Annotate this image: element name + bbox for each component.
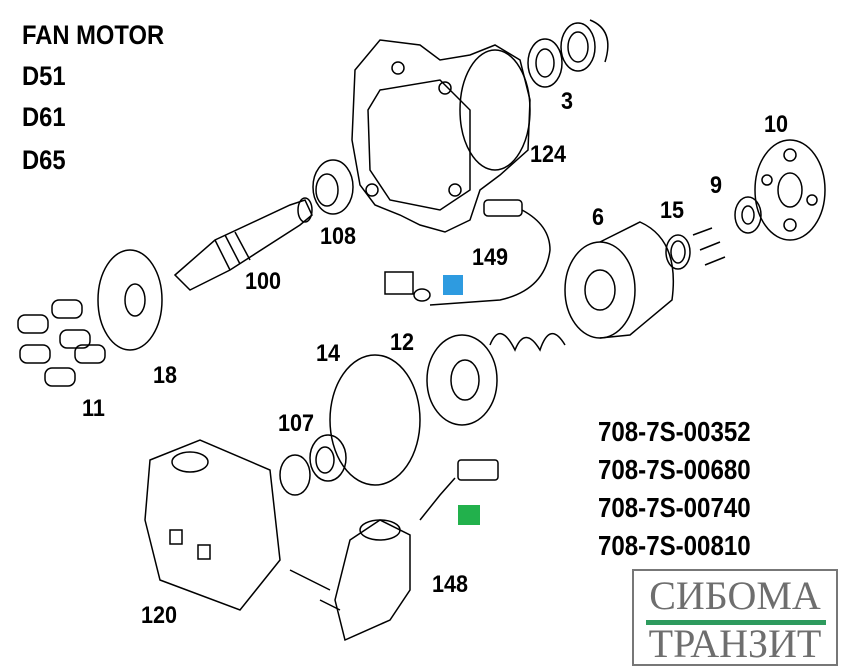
- ring-15: [665, 234, 691, 270]
- blue-marker: [443, 275, 463, 295]
- pins: [692, 227, 726, 266]
- spline-9: [734, 196, 762, 234]
- callout-15: 15: [660, 197, 685, 224]
- logo-line-1: СИБОМА: [649, 573, 821, 618]
- bearing-108: [312, 159, 354, 215]
- part-number-3: 708-7S-00740: [598, 492, 751, 523]
- callout-108: 108: [320, 223, 357, 250]
- callout-100: 100: [245, 268, 282, 295]
- bearing-107: [279, 434, 347, 496]
- motor-housing-124: [351, 39, 531, 233]
- green-marker: [458, 505, 480, 525]
- part-number-4: 708-7S-00810: [598, 530, 751, 561]
- title-fan-motor: FAN MOTOR: [22, 20, 165, 50]
- oring-14: [329, 354, 421, 486]
- callout-107: 107: [278, 410, 315, 437]
- part-number-1: 708-7S-00352: [598, 416, 751, 447]
- callout-6: 6: [592, 204, 605, 231]
- end-cover-120: [144, 439, 281, 611]
- callout-9: 9: [710, 172, 723, 199]
- plate-18: [97, 249, 163, 351]
- title-model-d61: D61: [22, 102, 66, 132]
- callout-12: 12: [390, 329, 415, 356]
- callout-10: 10: [764, 111, 789, 138]
- part-number-2: 708-7S-00680: [598, 454, 751, 485]
- valve-148: [289, 459, 499, 642]
- callout-124: 124: [530, 141, 567, 168]
- cylinder-block-6: [564, 221, 675, 339]
- plate-10: [754, 139, 826, 241]
- callout-148: 148: [432, 571, 469, 598]
- pistons-11: [17, 299, 106, 387]
- title-model-d51: D51: [22, 61, 66, 91]
- sensor-149: [384, 199, 551, 306]
- callout-120: 120: [141, 602, 178, 629]
- callout-3: 3: [561, 88, 574, 115]
- callout-18: 18: [153, 362, 178, 389]
- spring-12: [426, 333, 566, 426]
- callout-11: 11: [82, 395, 105, 422]
- logo-line-2: ТРАНЗИТ: [648, 621, 822, 666]
- watermark-logo: СИБОМА ТРАНЗИТ: [632, 569, 838, 666]
- seal-3: [527, 19, 609, 88]
- shaft-100: [173, 197, 313, 291]
- title-model-d65: D65: [22, 145, 66, 175]
- logo-bar: [646, 620, 826, 625]
- callout-14: 14: [316, 340, 341, 367]
- callout-149: 149: [472, 244, 509, 271]
